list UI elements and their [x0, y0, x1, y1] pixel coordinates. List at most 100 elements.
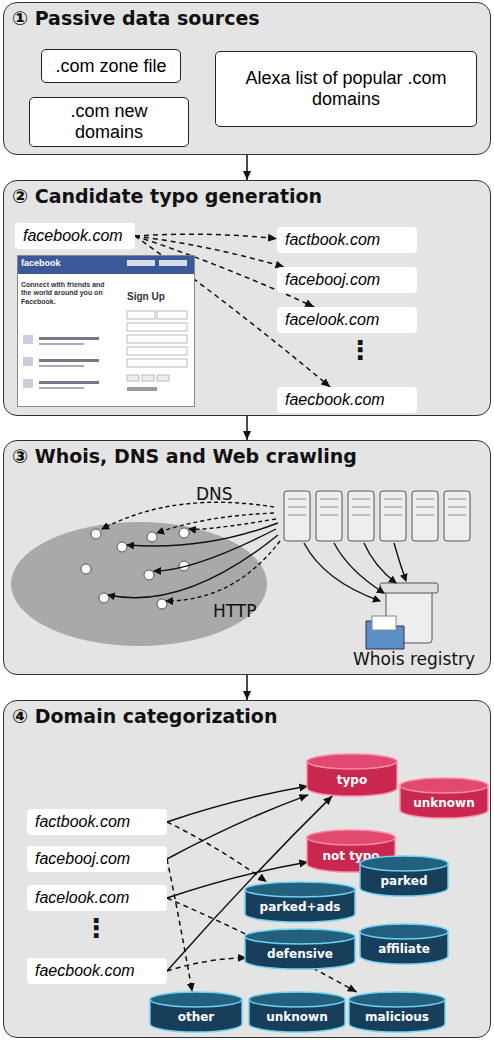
domain-box: facelook.com: [27, 885, 167, 911]
screenshot-frame: [18, 256, 195, 407]
domain-box: facebook.com: [15, 223, 135, 249]
node-text: faecbook.com: [285, 391, 385, 409]
cylinder-top: [360, 856, 448, 871]
form-select: [142, 375, 154, 381]
site-text: Connect with friends and the world aroun…: [21, 281, 109, 306]
form-field: [127, 347, 187, 355]
host-dot: [157, 599, 167, 609]
server-slot: [288, 515, 306, 516]
node-text: unknown: [413, 796, 474, 810]
form-select: [127, 375, 139, 381]
domain-box: facebooj.com: [27, 846, 167, 872]
cylinder-top: [360, 924, 448, 939]
host-dot: [117, 542, 127, 552]
source-box: .com new domains: [29, 97, 189, 147]
node-text: facebooj.com: [285, 271, 380, 289]
whois-server-top: [380, 583, 438, 593]
cylinder-top: [245, 882, 355, 897]
server-slot: [416, 499, 434, 500]
form-field: [127, 311, 155, 319]
registry-label: Whois registry: [353, 649, 475, 669]
stage-panel: ① Passive data sources.com zone file.com…: [3, 2, 491, 155]
form-field: [127, 359, 187, 367]
stage-panel: ② Candidate typo generation facebook.com f…: [3, 180, 491, 416]
category-cylinder: other: [149, 991, 243, 1033]
server-slot: [416, 507, 434, 508]
cylinder-top: [307, 754, 397, 769]
dns-query: [166, 541, 280, 601]
host-dot: [99, 593, 109, 603]
cylinder-top: [249, 992, 345, 1007]
protocol-label: DNS: [196, 484, 233, 504]
domain-box: facebooj.com: [277, 267, 417, 293]
server-slot: [320, 515, 338, 516]
node-text: facebook.com: [23, 227, 123, 245]
category-cylinder: affiliate: [359, 923, 449, 965]
source-box: .com zone file: [41, 49, 181, 83]
server-slot: [448, 499, 466, 500]
server-slot: [320, 507, 338, 508]
host-dot: [81, 564, 91, 574]
internet-cloud: [11, 522, 267, 646]
cylinder-top: [150, 992, 242, 1007]
server-slot: [448, 507, 466, 508]
folder-paper: [372, 616, 396, 630]
source-box: Alexa list of popular .com domains: [215, 51, 477, 127]
node-text: malicious: [365, 1010, 429, 1024]
category-cylinder: unknown: [399, 777, 489, 819]
site-heading: Sign Up: [127, 291, 165, 302]
domain-box: facelook.com: [277, 307, 417, 333]
screenshot-bar: [18, 256, 194, 274]
connector: [246, 675, 248, 700]
category-cylinder: parked+ads: [244, 881, 356, 923]
node-text: facebooj.com: [35, 850, 130, 868]
feature-line: [39, 381, 99, 384]
feature-icon: [23, 335, 33, 344]
server-slot: [448, 515, 466, 516]
whois-query: [394, 543, 406, 581]
server-slot: [352, 507, 370, 508]
category-cylinder: unknown: [248, 991, 346, 1033]
cylinder-top: [400, 778, 488, 793]
form-field: [127, 323, 187, 331]
panel-title: ② Candidate typo generation: [4, 181, 490, 207]
node-text: facelook.com: [285, 311, 379, 329]
connector: [246, 416, 248, 440]
cylinder-top: [245, 929, 355, 944]
node-text: .com new domains: [38, 101, 180, 143]
node-text: parked+ads: [260, 900, 341, 914]
feature-icon: [23, 379, 33, 388]
category-cylinder: typo: [306, 753, 398, 797]
form-radio: [127, 387, 157, 391]
feature-line: [39, 337, 99, 340]
host-dot: [179, 528, 189, 538]
node-text: factbook.com: [35, 813, 130, 831]
form-select: [157, 375, 169, 381]
feature-line: [39, 387, 84, 389]
server-slot: [320, 499, 338, 500]
server-slot: [288, 499, 306, 500]
panel-title: ④ Domain categorization: [4, 701, 490, 727]
category-cylinder: defensive: [244, 928, 356, 970]
crawler-server: [316, 491, 342, 541]
http-request: [127, 523, 278, 546]
cylinder-top: [307, 830, 395, 845]
ellipsis: ⋮: [83, 913, 109, 943]
node-text: defensive: [267, 947, 333, 961]
node-text: factbook.com: [285, 231, 380, 249]
node-text: Alexa list of popular .com domains: [224, 68, 468, 110]
crawler-server: [444, 491, 470, 541]
node-text: typo: [337, 773, 367, 787]
domain-box: factbook.com: [277, 227, 417, 253]
whois-query: [364, 543, 396, 583]
node-text: other: [178, 1010, 215, 1024]
illustration: [17, 255, 195, 407]
ellipsis: ⋮: [347, 335, 373, 365]
node-text: facelook.com: [35, 889, 129, 907]
crawler-server: [284, 491, 310, 541]
connector: [246, 155, 248, 180]
host-dot: [147, 532, 157, 542]
crawler-server: [412, 491, 438, 541]
server-slot: [352, 515, 370, 516]
cylinder-top: [349, 992, 445, 1007]
